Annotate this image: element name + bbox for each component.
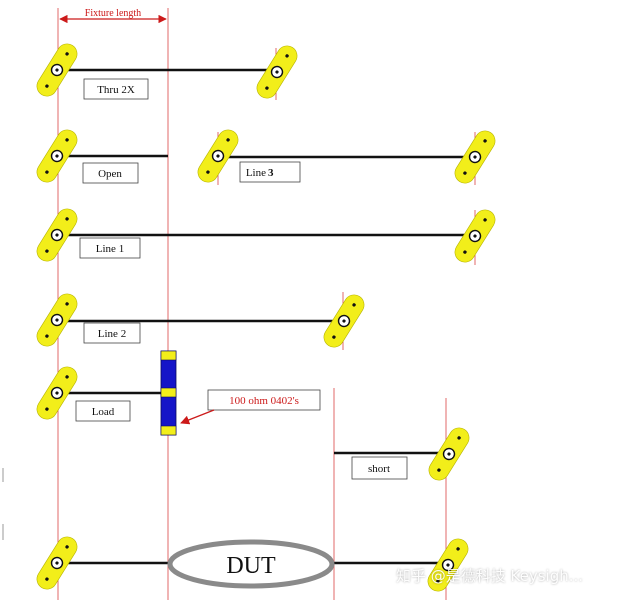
resistor-note-box <box>207 389 321 411</box>
transmission-lines <box>58 68 466 565</box>
probe-open-left <box>36 129 78 183</box>
resistor-pad-bottom <box>160 425 177 436</box>
fixture-length-dimension: Fixture length <box>59 6 167 24</box>
watermark: 知乎 @是德科技 Keysigh... <box>396 567 584 585</box>
resistor-pad-middle <box>160 387 177 398</box>
thru2x-label-box: Thru 2X <box>83 78 149 100</box>
resistor-pad-top <box>160 350 177 361</box>
probe-load-left <box>36 366 78 420</box>
probe-line3-left <box>197 129 239 183</box>
probe-line3-right <box>454 130 496 184</box>
open-label: Open <box>98 168 122 180</box>
dut-label: DUT <box>226 553 276 579</box>
probe-dut-left <box>36 536 78 590</box>
thru2x-label: Thru 2X <box>97 84 135 96</box>
probe-line2-right <box>323 294 365 348</box>
open-label-box: Open <box>82 162 139 184</box>
probe-line1-left <box>36 208 78 262</box>
probe-thru-right <box>256 45 298 99</box>
short-label: short <box>368 463 390 475</box>
resistor-note-arrow <box>180 409 215 425</box>
line2-label-box: Line 2 <box>83 322 141 344</box>
probe-dut-right <box>427 538 469 592</box>
probe-thru-left <box>36 43 78 97</box>
load-label-box: Load <box>75 400 131 422</box>
load-resistors <box>160 350 177 436</box>
short-label-box: short <box>351 456 408 480</box>
probe-short-right <box>428 427 470 481</box>
label-boxes: Thru 2X Open Line 3 Line 1 Line 2 Load s… <box>75 78 408 480</box>
dut: DUT <box>167 539 335 589</box>
line1-label: Line 1 <box>96 243 124 255</box>
probe-line1-right <box>454 209 496 263</box>
line2-label: Line 2 <box>98 328 126 340</box>
probes <box>36 43 496 592</box>
line3-label-box: Line 3 <box>239 161 301 183</box>
line3-label-prefix: Line <box>246 167 266 179</box>
resistor-annotation: 100 ohm 0402's <box>180 389 321 425</box>
load-label: Load <box>92 406 115 418</box>
probe-line2-left <box>36 293 78 347</box>
line1-label-box: Line 1 <box>79 237 141 259</box>
fixture-length-label: Fixture length <box>85 8 141 19</box>
dut-ellipse <box>167 539 335 589</box>
line3-label-number: 3 <box>268 167 274 179</box>
resistor-note-text: 100 ohm 0402's <box>229 395 299 407</box>
